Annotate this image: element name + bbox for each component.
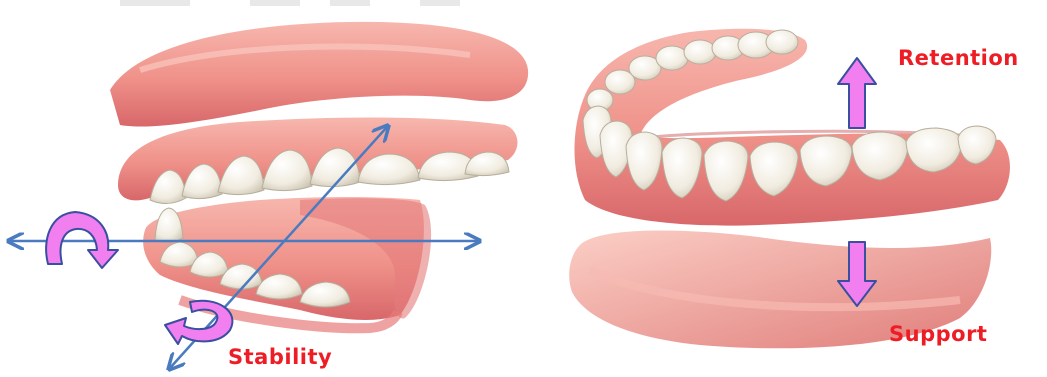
retention-label: Retention xyxy=(898,46,1019,70)
oblique-rotation-arrow-icon xyxy=(165,301,232,344)
right-denture xyxy=(569,29,1010,349)
retention-arrow-icon xyxy=(838,58,876,128)
stability-label: Stability xyxy=(228,345,332,369)
support-label: Support xyxy=(889,322,987,346)
left-denture xyxy=(110,22,528,328)
top-edge-marks xyxy=(120,0,460,6)
